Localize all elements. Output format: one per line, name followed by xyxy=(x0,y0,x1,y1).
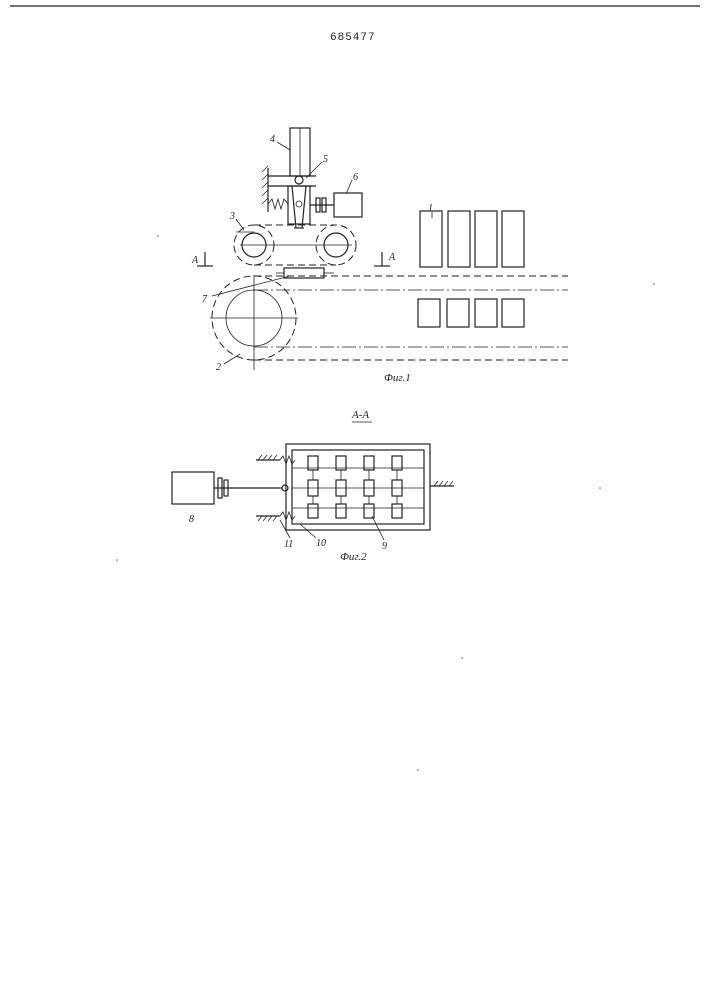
section-marker-right-label: A xyxy=(388,252,396,263)
figure-1-caption: Фиг.1 xyxy=(384,372,411,384)
leader-9 xyxy=(372,516,384,540)
label-7: 7 xyxy=(202,294,208,305)
patent-number: 685477 xyxy=(330,32,376,44)
label-11: 11 xyxy=(284,539,293,550)
label-3: 3 xyxy=(229,211,235,222)
leader-11 xyxy=(280,520,290,538)
wall-mount-lower xyxy=(256,512,295,521)
wall-mount-upper xyxy=(256,455,295,464)
section-marker-left-label: A xyxy=(191,255,199,266)
leader-10 xyxy=(300,524,316,538)
grippers-9 xyxy=(292,456,424,518)
articles-lower xyxy=(418,299,524,327)
mechanism-5 xyxy=(288,176,310,228)
figure-1: A A xyxy=(191,128,568,384)
column-4 xyxy=(290,128,310,176)
spring xyxy=(268,199,288,209)
leader-2 xyxy=(224,354,240,364)
figure-2: А-А xyxy=(172,409,454,563)
label-5: 5 xyxy=(323,154,328,165)
label-6: 6 xyxy=(353,172,358,183)
label-1: 1 xyxy=(428,203,433,214)
leader-4 xyxy=(277,142,290,150)
section-title: А-А xyxy=(351,409,369,421)
motor-6 xyxy=(310,193,362,217)
label-2: 2 xyxy=(216,362,221,373)
section-marker-right: A xyxy=(374,252,396,266)
label-9: 9 xyxy=(382,541,387,552)
articles-upper xyxy=(420,211,524,267)
label-10: 10 xyxy=(316,538,326,549)
conveyor-2 xyxy=(210,275,568,370)
wall-mount xyxy=(262,166,316,212)
section-marker-left: A xyxy=(191,252,213,266)
figure-2-caption: Фиг.2 xyxy=(340,551,367,563)
label-4: 4 xyxy=(270,134,275,145)
label-8: 8 xyxy=(189,514,194,525)
conveyor-3 xyxy=(234,225,356,265)
leader-7 xyxy=(212,276,290,296)
scan-specks xyxy=(116,235,655,771)
motor-8 xyxy=(172,472,288,504)
leader-6 xyxy=(346,180,352,194)
wall-mount-right xyxy=(430,481,454,486)
leader-3 xyxy=(236,219,244,230)
